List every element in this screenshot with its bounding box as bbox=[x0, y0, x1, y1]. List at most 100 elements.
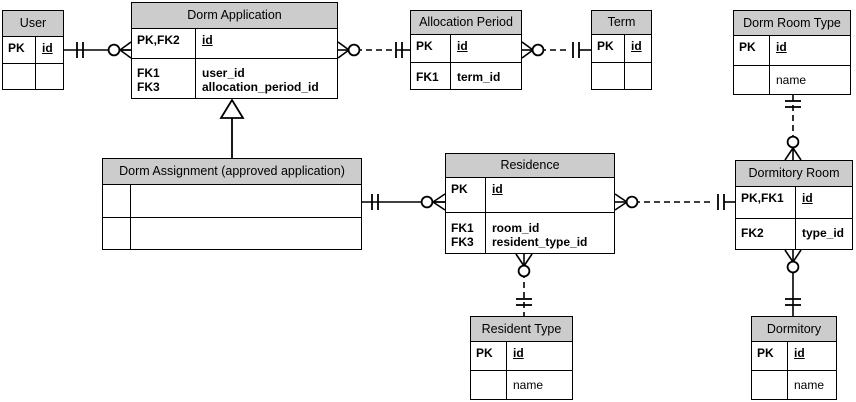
key-column: PK bbox=[752, 342, 788, 370]
key-column: FK2 bbox=[736, 218, 796, 249]
edge-user-dorm-application bbox=[64, 41, 132, 59]
entity-section-attributes bbox=[103, 217, 361, 250]
key-column bbox=[103, 185, 131, 217]
attribute-column: id bbox=[770, 36, 850, 65]
key-label: PK,FK1 bbox=[741, 191, 784, 205]
key-column bbox=[471, 371, 507, 399]
entity-dorm-room-type[interactable]: Dorm Room Type PK id name bbox=[733, 10, 851, 95]
attribute-label: id bbox=[42, 41, 53, 55]
key-label: FK1 bbox=[137, 65, 160, 80]
entity-section-pk: PK id bbox=[592, 35, 651, 63]
entity-section-attributes: FK1 FK3 user_id allocation_period_id bbox=[132, 58, 337, 98]
key-column bbox=[103, 217, 131, 249]
attribute-column: id bbox=[36, 37, 63, 63]
key-column: PK bbox=[446, 178, 486, 212]
key-column: FK1 bbox=[411, 62, 451, 89]
entity-user[interactable]: User PK id bbox=[2, 10, 64, 90]
attribute-column: id bbox=[507, 342, 572, 370]
key-column: PK bbox=[3, 37, 36, 63]
key-column: PK bbox=[734, 36, 770, 65]
entity-title-user: User bbox=[3, 11, 63, 37]
entity-dorm-assignment[interactable]: Dorm Assignment (approved application) bbox=[102, 158, 362, 250]
key-label: FK3 bbox=[451, 234, 474, 249]
attribute-label: user_id bbox=[202, 65, 245, 80]
attribute-label: name bbox=[794, 378, 825, 392]
attribute-column bbox=[36, 64, 63, 90]
attribute-column: id bbox=[196, 29, 337, 58]
attribute-label: id bbox=[492, 182, 503, 196]
attribute-column: id bbox=[625, 35, 651, 62]
entity-body-dorm-room-type: PK id name bbox=[734, 36, 850, 94]
key-column bbox=[3, 63, 36, 89]
edge-dorm-room-type-dormitory-room bbox=[784, 95, 802, 161]
attribute-column: name bbox=[770, 66, 850, 95]
key-column: FK1 FK3 bbox=[446, 212, 486, 253]
attribute-label: resident_type_id bbox=[492, 234, 588, 249]
entity-residence[interactable]: Residence PK id FK1 FK3 room_id resident… bbox=[445, 153, 615, 254]
entity-resident-type[interactable]: Resident Type PK id name bbox=[470, 316, 573, 400]
attribute-column: id bbox=[788, 342, 836, 370]
key-column: FK1 FK3 bbox=[132, 58, 196, 98]
entity-dormitory-room[interactable]: Dormitory Room PK,FK1 id FK2 type_id bbox=[735, 160, 853, 250]
entity-body-dormitory-room: PK,FK1 id FK2 type_id bbox=[736, 187, 852, 249]
attribute-label: id bbox=[631, 39, 642, 53]
edge-dorm-assignment-inheritance bbox=[219, 98, 245, 158]
attribute-label: term_id bbox=[457, 69, 501, 84]
entity-allocation-period[interactable]: Allocation Period PK id FK1 term_id bbox=[410, 10, 522, 90]
entity-body-allocation-period: PK id FK1 term_id bbox=[411, 35, 521, 89]
entity-section-pk bbox=[103, 185, 361, 218]
entity-body-dorm-application: PK,FK2 id FK1 FK3 user_id allocation_per… bbox=[132, 29, 337, 98]
entity-body-residence: PK id FK1 FK3 room_id resident_type_id bbox=[446, 178, 614, 253]
key-label: PK bbox=[451, 182, 468, 196]
attribute-column: term_id bbox=[451, 63, 521, 90]
entity-title-allocation-period: Allocation Period bbox=[411, 11, 521, 35]
entity-term[interactable]: Term PK id bbox=[591, 10, 652, 90]
attribute-column: room_id resident_type_id bbox=[486, 213, 614, 253]
attribute-label: id bbox=[457, 39, 468, 53]
attribute-column bbox=[131, 218, 361, 250]
entity-dormitory[interactable]: Dormitory PK id name bbox=[751, 316, 837, 400]
edge-residence-dormitory-room bbox=[614, 193, 735, 211]
entity-section-pk: PK,FK2 id bbox=[132, 29, 337, 59]
key-column: PK bbox=[471, 342, 507, 370]
entity-title-dorm-application: Dorm Application bbox=[132, 3, 337, 29]
entity-body-dormitory: PK id name bbox=[752, 342, 836, 399]
attribute-label: id bbox=[202, 33, 213, 47]
key-label: PK bbox=[8, 41, 25, 55]
entity-section-attributes: name bbox=[471, 371, 572, 399]
entity-section-attributes: FK1 term_id bbox=[411, 62, 521, 90]
key-column: PK bbox=[592, 35, 625, 62]
key-label: PK bbox=[476, 346, 493, 360]
entity-dorm-application[interactable]: Dorm Application PK,FK2 id FK1 FK3 user_… bbox=[131, 2, 338, 99]
key-label: FK1 bbox=[416, 69, 439, 84]
entity-section-attributes: FK1 FK3 room_id resident_type_id bbox=[446, 212, 614, 253]
entity-title-dormitory-room: Dormitory Room bbox=[736, 161, 852, 187]
attribute-column: type_id bbox=[796, 219, 852, 250]
key-label: PK,FK2 bbox=[137, 33, 180, 47]
key-column: PK,FK1 bbox=[736, 187, 796, 218]
attribute-label: allocation_period_id bbox=[202, 79, 319, 94]
entity-section-pk: PK id bbox=[446, 178, 614, 213]
attribute-column bbox=[131, 185, 361, 217]
edge-allocation-period-term bbox=[521, 41, 591, 59]
key-label: PK bbox=[757, 346, 774, 360]
entity-title-dormitory: Dormitory bbox=[752, 317, 836, 342]
entity-title-resident-type: Resident Type bbox=[471, 317, 572, 342]
entity-section-attributes: FK2 type_id bbox=[736, 218, 852, 250]
attribute-label: name bbox=[776, 72, 807, 87]
edge-dormitory-room-dormitory bbox=[784, 249, 802, 316]
attribute-column: name bbox=[788, 371, 836, 399]
entity-section-attributes bbox=[592, 62, 651, 89]
entity-section-attributes bbox=[3, 63, 63, 90]
attribute-label: type_id bbox=[802, 225, 845, 240]
attribute-label: room_id bbox=[492, 220, 540, 235]
entity-body-user: PK id bbox=[3, 37, 63, 89]
entity-section-pk: PK id bbox=[752, 342, 836, 371]
entity-body-dorm-assignment bbox=[103, 185, 361, 249]
entity-section-pk: PK id bbox=[411, 35, 521, 63]
key-label: PK bbox=[739, 40, 756, 54]
entity-section-attributes: name bbox=[734, 65, 850, 95]
entity-section-pk: PK id bbox=[471, 342, 572, 371]
entity-section-attributes: name bbox=[752, 371, 836, 399]
